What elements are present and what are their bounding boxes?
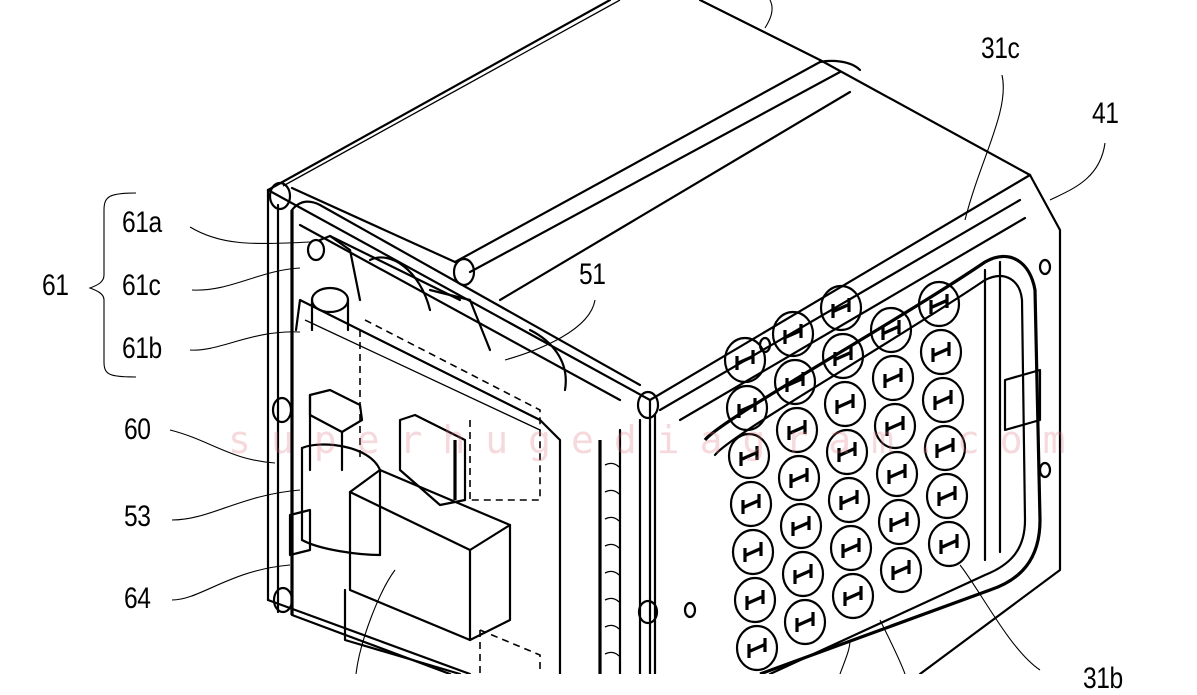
label-61: 61 — [42, 269, 69, 302]
label-61a: 61a — [122, 206, 162, 239]
electronic-components — [288, 388, 541, 674]
label-53: 53 — [124, 500, 151, 533]
label-61c: 61c — [122, 269, 161, 302]
housing-right-face — [648, 173, 1062, 674]
housing-left-face — [266, 188, 660, 674]
group-brace-61 — [88, 192, 137, 378]
patent-figure: superhugediagram.com 61a 61c 61 61b 60 5… — [42, 0, 1123, 694]
battery-cell-array — [723, 280, 971, 672]
label-51: 51 — [579, 258, 606, 291]
label-31c: 31c — [981, 32, 1020, 65]
battery-pack-drawing — [88, 0, 1106, 674]
label-41: 41 — [1092, 97, 1119, 130]
label-61b: 61b — [122, 332, 162, 365]
label-64: 64 — [124, 582, 151, 615]
leader-lines — [169, 0, 1106, 674]
label-60: 60 — [124, 413, 151, 446]
cooling-rib-strip — [598, 413, 659, 674]
label-31b: 31b — [1083, 662, 1123, 695]
